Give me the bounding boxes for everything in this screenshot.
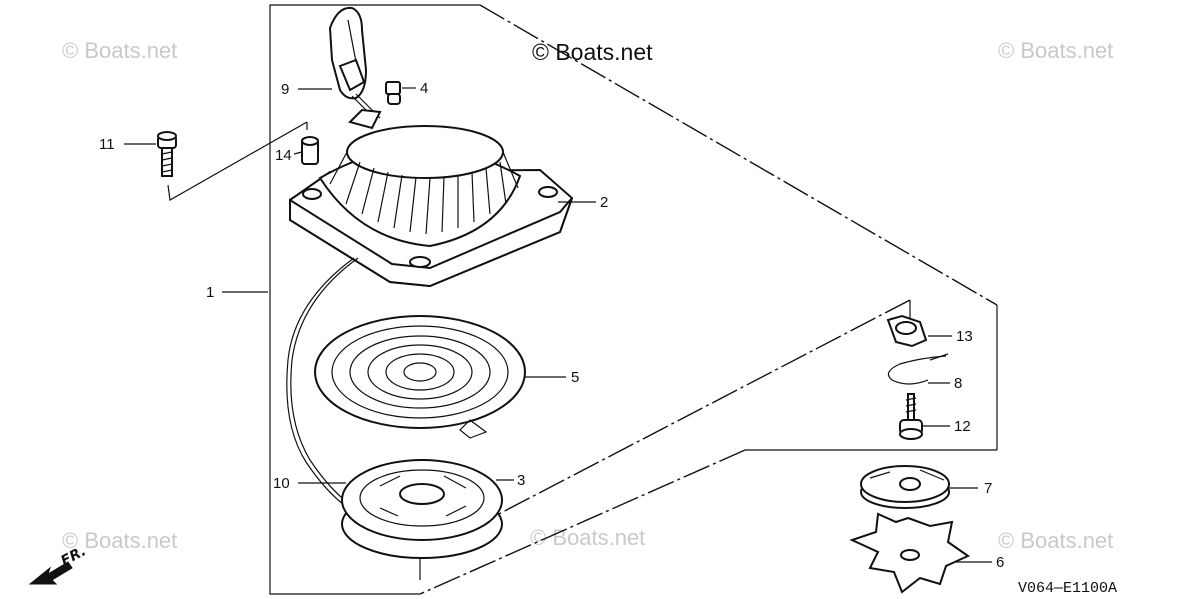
callout-13: 13 [956,328,973,345]
assembly-bracket [269,4,998,595]
callout-4: 4 [420,80,428,97]
leader-lines [124,87,992,563]
starter-grip [328,6,381,121]
watermark-bottom-left: © Boats.net [62,528,177,553]
front-direction-arrow-icon: FR. [28,543,89,585]
bolt-11 [157,131,177,177]
callout-10: 10 [273,475,290,492]
bolt-bracket [167,121,308,201]
clip-13 [886,314,928,348]
watermark-top-left: © Boats.net [62,38,177,63]
starter-rope [286,257,359,509]
callout-6: 6 [996,554,1004,571]
screw-12 [899,393,923,440]
callout-1: 1 [206,284,214,301]
starter-reel [341,459,503,559]
callout-11: 11 [99,136,115,153]
callout-8: 8 [954,375,962,392]
ratchet-7 [860,465,950,509]
callout-2: 2 [600,194,608,211]
callout-7: 7 [984,480,992,497]
callout-14: 14 [275,147,292,164]
watermark-top-center: © Boats.net [532,39,653,65]
watermark-top-right: © Boats.net [998,38,1113,63]
nut-4 [385,81,401,105]
starter-case [289,108,574,288]
collar-14 [301,136,319,165]
callout-3: 3 [517,472,525,489]
spring-clip-8 [887,353,949,385]
diagram-code: V064—E1100A [1018,580,1117,597]
starter-pulley-6 [849,512,971,594]
callout-12: 12 [954,418,971,435]
callout-9: 9 [281,81,289,98]
callout-5: 5 [571,369,579,386]
watermark-bottom-right: © Boats.net [998,528,1113,553]
recoil-spring [314,315,526,439]
